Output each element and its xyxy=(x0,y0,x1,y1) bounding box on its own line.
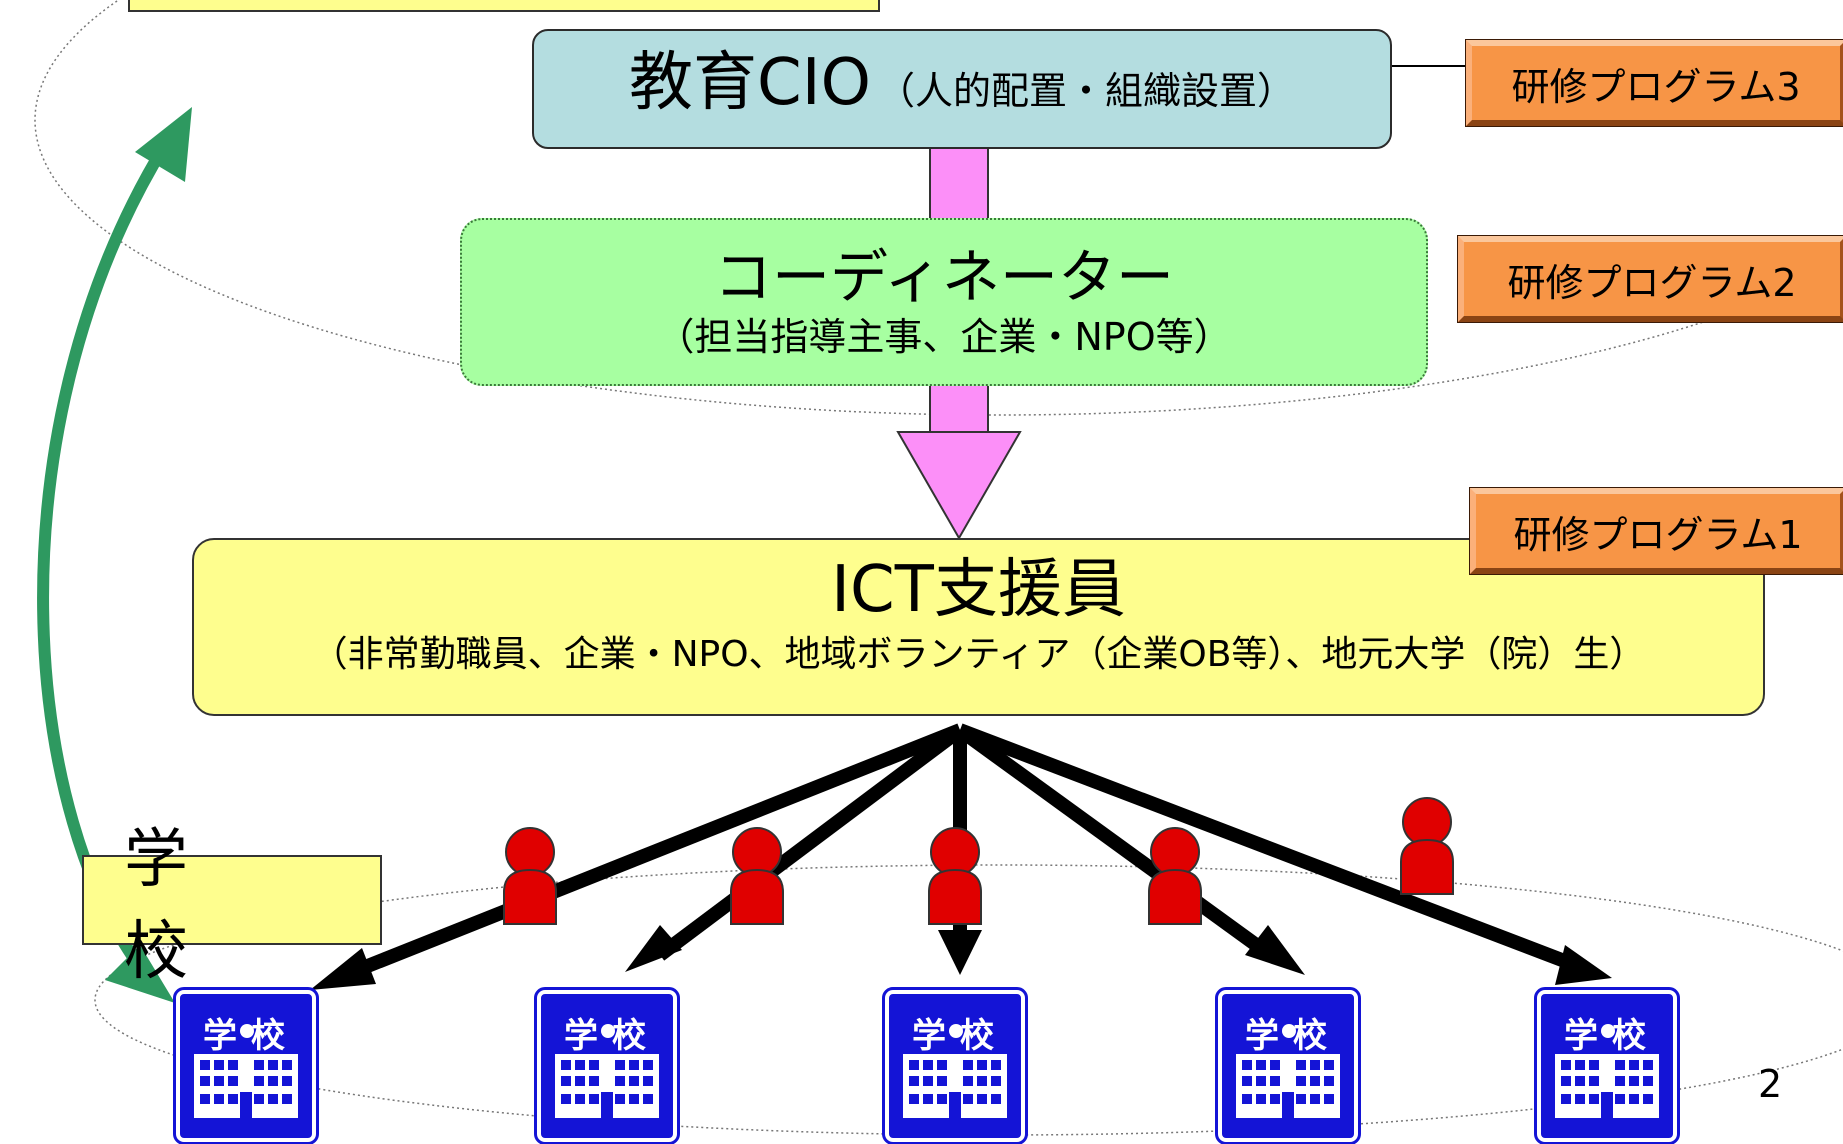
ict-support-subtitle: （非常勤職員、企業・NPO、地域ボランティア（企業OB等）、地元大学（院）生） xyxy=(311,633,1646,675)
school-layer-label: 学 校 xyxy=(82,823,382,989)
cio-subtitle: （人的配置・組織設置） xyxy=(876,69,1295,113)
ict-support-title: ICT支援員 xyxy=(831,553,1126,627)
building-icon xyxy=(1555,1054,1659,1118)
training-program-1: 研修プログラム1 xyxy=(1469,487,1843,575)
page-number: 2 xyxy=(1758,1062,1783,1106)
school-icon: 学校 xyxy=(882,987,1028,1144)
clock-icon xyxy=(601,1024,615,1038)
green-arrowhead-bottom xyxy=(105,945,175,1003)
black-arrows xyxy=(310,723,1612,990)
clock-icon xyxy=(949,1024,963,1038)
building-icon xyxy=(194,1054,298,1118)
training-program-3: 研修プログラム3 xyxy=(1465,39,1843,127)
training-program-2: 研修プログラム2 xyxy=(1457,235,1843,323)
school-icon: 学校 xyxy=(534,987,680,1144)
coordinator-box: コーディネーター （担当指導主事、企業・NPO等） xyxy=(460,218,1428,386)
cio-title: 教育CIO xyxy=(629,46,871,120)
cio-box: 教育CIO （人的配置・組織設置） xyxy=(532,29,1392,149)
coordinator-title: コーディネーター xyxy=(714,242,1174,311)
top-callout-box xyxy=(128,0,880,12)
person-figures xyxy=(503,797,1454,925)
building-icon xyxy=(903,1054,1007,1118)
lower-dotted-ellipse xyxy=(94,864,1843,1136)
green-arrowhead-top xyxy=(135,107,192,182)
school-icon: 学校 xyxy=(173,987,319,1144)
school-icon: 学校 xyxy=(1534,987,1680,1144)
clock-icon xyxy=(1282,1024,1296,1038)
upper-dotted-ellipse xyxy=(34,0,1843,416)
building-icon xyxy=(1236,1054,1340,1118)
school-icon: 学校 xyxy=(1215,987,1361,1144)
coordinator-subtitle: （担当指導主事、企業・NPO等） xyxy=(656,314,1232,359)
building-icon xyxy=(555,1054,659,1118)
clock-icon xyxy=(240,1024,254,1038)
clock-icon xyxy=(1601,1024,1615,1038)
pink-arrow-head xyxy=(896,431,1022,541)
